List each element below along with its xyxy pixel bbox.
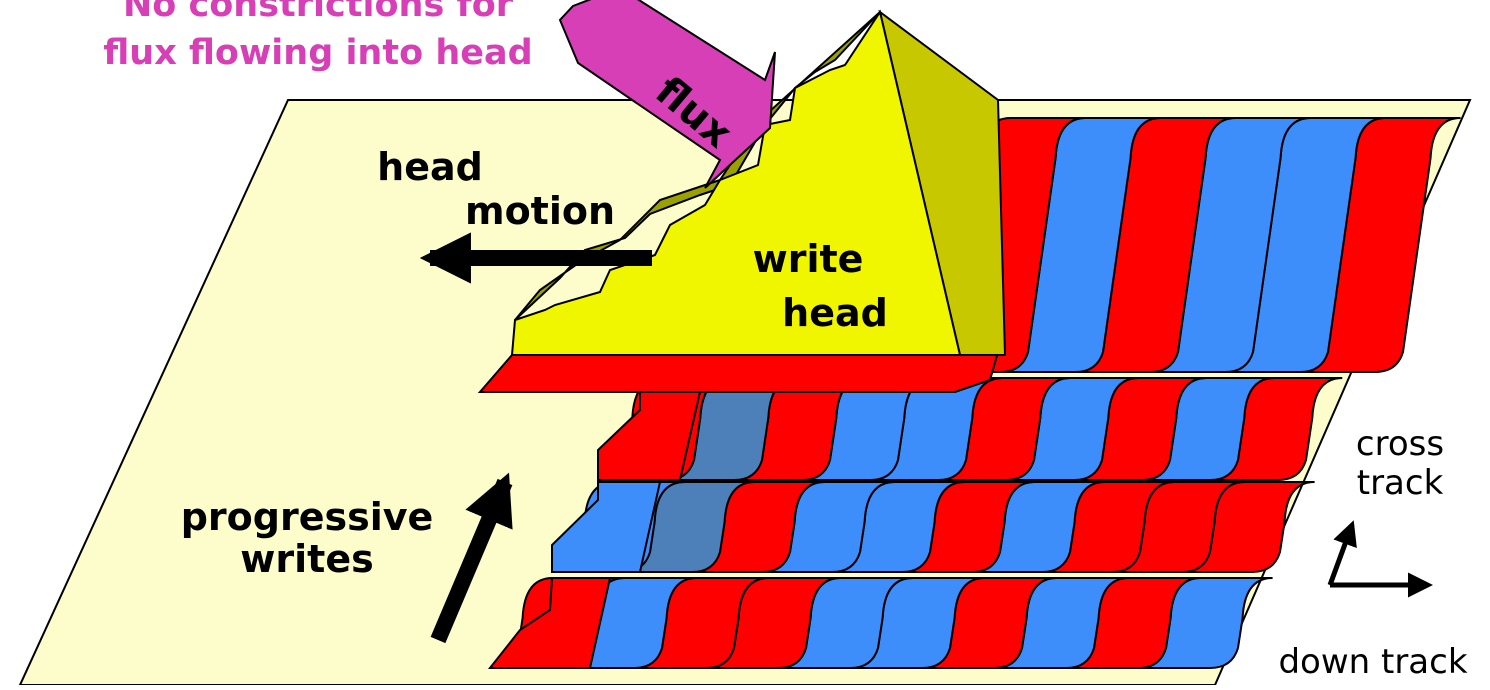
progressive-writes-label-line1: progressive — [181, 495, 434, 539]
write-head-label-line1: write — [753, 237, 864, 281]
cross-track-label-line1: cross — [1356, 424, 1444, 464]
head-motion-label-line1: head — [377, 145, 483, 189]
write-head-label-line2: head — [782, 291, 888, 335]
down-track-label: down track — [1278, 642, 1467, 682]
caption-line1: No constrictions for — [123, 0, 514, 25]
write-head — [510, 9, 1007, 356]
axes-indicator — [1327, 520, 1433, 598]
write-head-back-face — [514, 11, 881, 321]
cross-track-label-line2: track — [1357, 463, 1444, 503]
track-3 — [551, 481, 1315, 573]
progressive-writes-arrow — [430, 472, 513, 644]
head-motion-label-line2: motion — [465, 189, 615, 233]
caption-line2: flux flowing into head — [103, 33, 532, 73]
track-2 — [597, 377, 1343, 481]
progressive-writes-label-line2: writes — [240, 537, 373, 581]
track-2-leading-edge — [597, 391, 702, 481]
track-3-leading-edge — [551, 481, 662, 573]
write-head-front-face — [510, 9, 962, 356]
track-4-leading-edge — [487, 577, 612, 669]
written-tracks — [477, 117, 1461, 669]
